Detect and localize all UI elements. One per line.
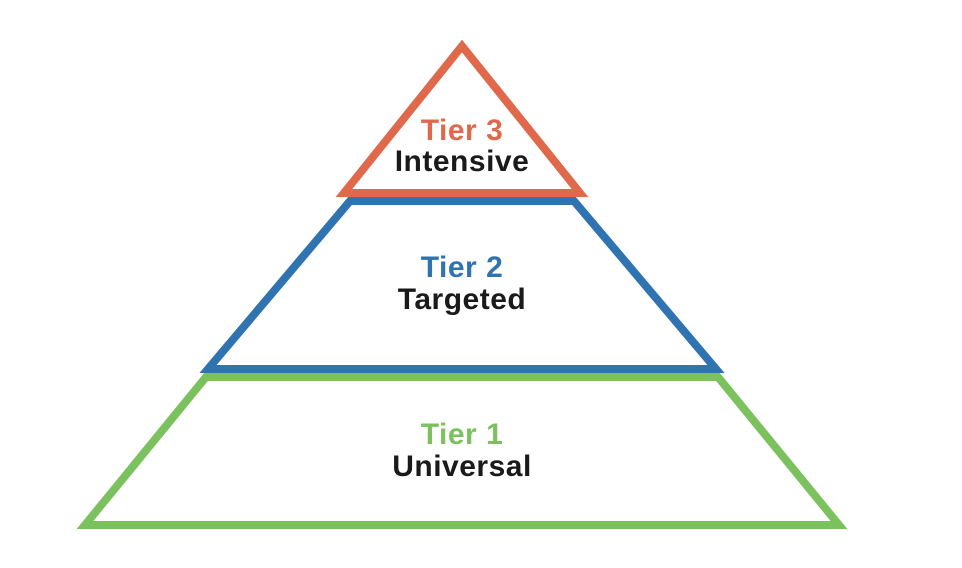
tier-1-shape (76, 373, 848, 529)
tier-2-shape (199, 197, 725, 373)
tier-3-shape (335, 39, 589, 197)
tier-1-descriptor-label: Universal (392, 450, 532, 483)
tier-3-name-label: Tier 3 (421, 114, 504, 147)
tier-1-name-label: Tier 1 (421, 418, 504, 451)
tier-2-descriptor-label: Targeted (398, 283, 526, 316)
tier-2-name-label: Tier 2 (421, 251, 504, 284)
tier-3-descriptor-label: Intensive (395, 145, 530, 178)
